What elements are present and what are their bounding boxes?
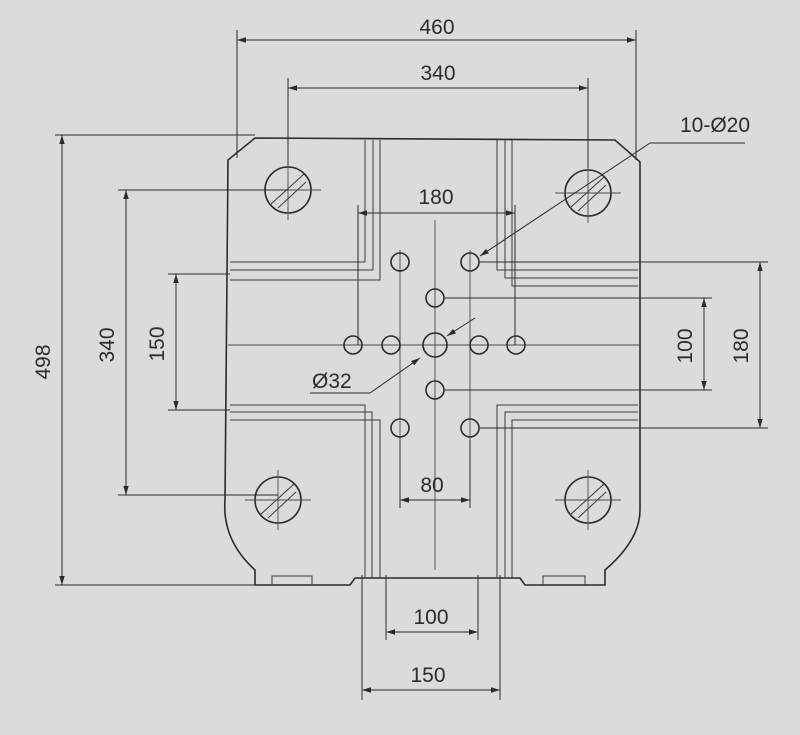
callout-hole-spec [479,142,745,257]
label-bottom-80: 80 [420,474,443,497]
dim-right-100 [445,297,712,391]
label-tie-bar-width: 340 [420,62,455,85]
label-bottom-100: 100 [413,606,448,629]
tie-bar-hole-bottom-left [245,470,311,530]
label-bottom-150: 150 [410,664,445,687]
dim-overall-width [236,30,637,160]
bottom-notch-left [271,575,313,585]
label-overall-width: 460 [419,16,454,39]
dim-tie-bar-width [287,78,589,168]
dim-overall-height [55,134,255,586]
dim-left-150 [168,273,230,411]
label-inner-span-top: 180 [418,186,453,209]
label-left-150: 150 [146,326,169,361]
dim-bottom-80 [399,440,471,508]
label-right-180: 180 [730,328,753,363]
label-hole-spec: 10-Ø20 [680,114,750,137]
dim-right-180 [480,261,768,429]
label-tie-bar-height: 340 [96,327,119,362]
label-right-100: 100 [674,328,697,363]
callout-center-hole [310,317,476,394]
dim-tie-bar-height [118,189,288,496]
t-slot-grooves [230,140,638,578]
tie-bar-hole-bottom-right [555,470,621,530]
dim-inner-span-top [357,205,516,345]
tie-bar-hole-top-right [555,163,621,223]
label-overall-height: 498 [32,344,55,379]
bottom-notch-right [542,575,586,585]
dim-bottom-150 [361,575,501,700]
plate-outline [223,137,641,586]
label-center-hole: Ø32 [312,370,352,393]
center-lines [228,220,640,570]
dim-bottom-100 [385,575,479,640]
mounting-holes [343,252,526,438]
center-hole [422,332,448,358]
